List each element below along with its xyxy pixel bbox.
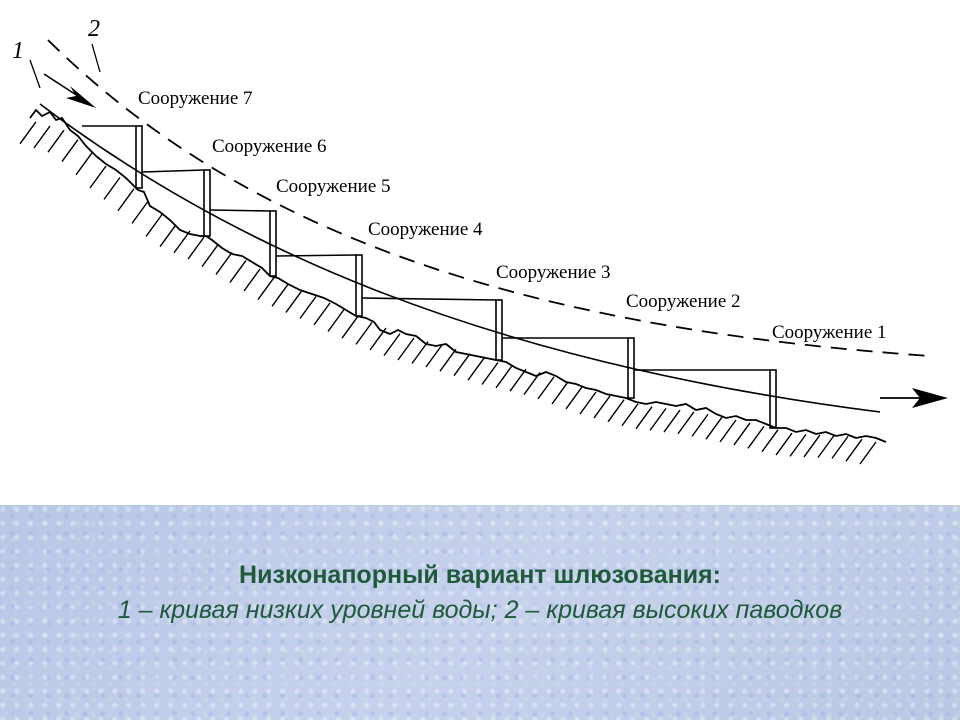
structure-1 — [634, 369, 777, 429]
hatch-line — [565, 386, 583, 410]
hatch-line — [271, 283, 289, 307]
riverbed-line — [29, 108, 887, 443]
hatch-line — [201, 244, 219, 268]
hatch-line — [663, 409, 681, 433]
inflow-arrow-head — [66, 86, 96, 108]
curve-1-leader — [29, 59, 41, 89]
hatch-line — [47, 129, 65, 153]
structure-6-label: Сооружение 6 — [212, 136, 327, 157]
hatch-line — [747, 425, 765, 449]
hatch-line — [677, 411, 695, 435]
caption-title: Низконапорный вариант шлюзования: — [239, 561, 721, 589]
hatch-line — [75, 152, 93, 176]
hatch-line — [299, 296, 317, 319]
hatch-line — [159, 224, 177, 248]
high-flood-curve — [47, 39, 931, 357]
structure-1-label: Сооружение 1 — [772, 322, 887, 343]
hatch-line — [509, 368, 527, 392]
hatch-line — [117, 188, 135, 212]
lock-diagram: 1 2 Сооружен — [12, 16, 948, 465]
hatch-line — [215, 252, 233, 275]
hatch-line — [61, 139, 79, 162]
hatch-line — [89, 165, 107, 189]
hatch-line — [439, 348, 457, 372]
hatch-line — [621, 403, 639, 427]
lock-diagram-svg: 1 2 Сооружен — [12, 16, 948, 465]
ground-hatching — [19, 121, 877, 465]
structure-4 — [275, 254, 363, 317]
hatch-line — [481, 362, 499, 385]
curve-2-label: 2 — [88, 16, 100, 42]
hatch-line — [593, 395, 611, 419]
hatch-line — [649, 407, 667, 431]
hatch-line — [495, 365, 513, 389]
structure-2 — [502, 337, 635, 399]
hatch-line — [243, 268, 261, 292]
hatch-line — [411, 341, 429, 364]
hatch-line — [467, 357, 485, 381]
low-water-curve — [39, 103, 881, 413]
hatch-line — [831, 435, 849, 459]
hatch-line — [131, 200, 149, 224]
hatch-line — [789, 433, 807, 457]
hatch-line — [691, 413, 709, 437]
hatch-line — [229, 260, 247, 283]
structure-5-label: Сооружение 5 — [276, 176, 391, 197]
hatch-line — [145, 214, 163, 237]
hatch-line — [103, 176, 121, 200]
hatch-line — [313, 302, 331, 326]
hatch-line — [705, 416, 723, 440]
hatch-line — [845, 438, 863, 462]
structure-6 — [141, 169, 211, 237]
hatch-line — [579, 391, 597, 415]
structure-7 — [82, 125, 143, 189]
hatch-line — [173, 230, 191, 254]
hatch-line — [341, 315, 359, 339]
hatch-line — [537, 376, 555, 400]
hatch-line — [187, 236, 205, 260]
hatch-line — [285, 290, 303, 313]
hatch-line — [859, 441, 877, 465]
hatch-line — [453, 353, 471, 377]
hatch-line — [719, 419, 737, 443]
flow-arrow-head — [912, 388, 948, 408]
structure-3 — [361, 297, 503, 361]
caption-panel: Низконапорный вариант шлюзования: 1 – кр… — [0, 505, 960, 720]
hatch-line — [355, 321, 373, 345]
curve-2-leader — [91, 43, 101, 73]
hatch-line — [383, 333, 401, 357]
hatch-line — [761, 429, 779, 453]
hatch-line — [803, 434, 821, 458]
hatch-line — [635, 406, 653, 430]
curve-1-label: 1 — [12, 38, 24, 64]
structure-3-label: Сооружение 3 — [496, 262, 611, 283]
hatch-line — [425, 344, 443, 368]
hatch-line — [817, 435, 835, 458]
hatch-line — [397, 337, 415, 361]
structure-2-label: Сооружение 2 — [626, 291, 741, 312]
structure-4-label: Сооружение 4 — [368, 219, 483, 240]
hatch-line — [257, 277, 275, 300]
hatch-line — [327, 309, 345, 332]
hatch-line — [733, 422, 751, 446]
hatch-line — [33, 125, 51, 149]
hatch-line — [19, 121, 37, 145]
hatch-line — [775, 432, 793, 456]
structure-5 — [209, 209, 277, 277]
structure-7-label: Сооружение 7 — [138, 88, 253, 109]
caption-legend: 1 – кривая низких уровней воды; 2 – крив… — [117, 596, 843, 624]
hatch-line — [607, 399, 625, 423]
hatch-line — [551, 381, 569, 405]
